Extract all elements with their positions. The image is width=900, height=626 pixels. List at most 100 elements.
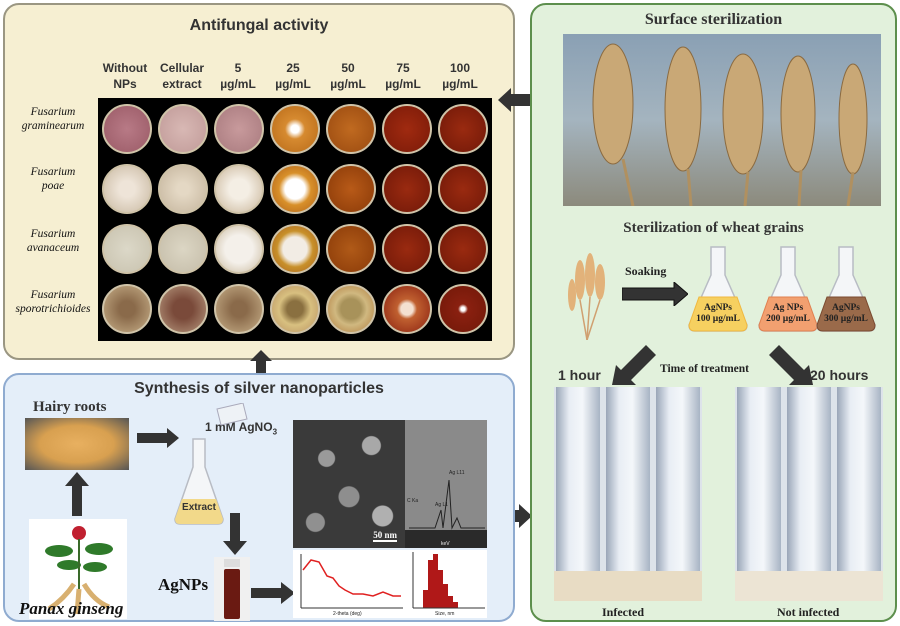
column-header-line: 50 — [341, 61, 355, 75]
column-header: 5 µg/mL — [210, 60, 266, 92]
column-header-line: extract — [162, 77, 202, 91]
column-header-line: 5 — [234, 61, 242, 75]
scale-bar-label: 50 nm — [373, 530, 397, 542]
antifungal-title: Antifungal activity — [189, 17, 329, 34]
petri-dish — [382, 104, 432, 154]
time-of-treatment-label: Time of treatment — [660, 363, 749, 375]
sterilization-panel: Surface sterilization Sterilization of w… — [530, 3, 897, 622]
petri-dish — [270, 164, 320, 214]
eds-spectrum: C Ka Ag L1 Ag L11 keV — [405, 420, 487, 548]
arrow-right-icon — [621, 280, 689, 308]
column-header-line: µg/mL — [275, 77, 311, 91]
extract-label: Extract — [182, 502, 216, 513]
synthesis-title: Synthesis of silver nanoparticles — [134, 380, 384, 397]
petri-dish — [102, 104, 152, 154]
arrow-up-icon — [65, 472, 89, 516]
column-header-line: 75 — [396, 61, 410, 75]
petri-dish — [382, 224, 432, 274]
ginseng-plant-image — [29, 519, 127, 619]
column-header: Cellular extract — [154, 60, 210, 92]
arrow-down-right-icon — [769, 345, 813, 385]
arrow-left-icon — [498, 88, 532, 112]
arrow-right-icon — [251, 582, 295, 604]
flask-label-line: 300 µg/mL — [824, 314, 868, 324]
fungus-name-line: Fusarium — [30, 106, 76, 118]
petri-dish — [326, 224, 376, 274]
petri-dish — [214, 224, 264, 274]
column-header-line: µg/mL — [385, 77, 421, 91]
column-header-line: Cellular — [159, 61, 204, 75]
petri-dish — [158, 164, 208, 214]
petri-dish — [438, 224, 488, 274]
xrd-axis-label: 2-theta (deg) — [333, 611, 362, 617]
column-header-line: NPs — [113, 77, 137, 91]
petri-dish — [158, 224, 208, 274]
flask-label-line: AgNPs — [832, 303, 860, 313]
one-hour-label: 1 hour — [558, 367, 601, 383]
fungus-name-line: Fusarium — [30, 228, 76, 240]
petri-dish — [382, 284, 432, 334]
arrow-up-icon — [250, 350, 272, 376]
beaker-icon — [213, 402, 249, 427]
flask-label-line: AgNPs — [704, 303, 732, 313]
petri-dish — [270, 224, 320, 274]
wheat-spikes-photo — [563, 34, 881, 207]
fungus-name-line: sporotrichioides — [15, 303, 91, 315]
petri-dish — [382, 164, 432, 214]
petri-dish — [102, 164, 152, 214]
flask-label-line: 100 µg/mL — [696, 314, 740, 324]
panax-ginseng-label: Panax ginseng — [19, 599, 124, 618]
eds-peak-ag-l11: Ag L11 — [449, 470, 465, 476]
column-header-line: 25 — [286, 61, 300, 75]
extract-flask-icon — [173, 437, 225, 525]
fungus-name-line: Fusarium — [30, 289, 76, 301]
fungus-row-label: Fusarium graminearum — [7, 105, 99, 133]
fungus-name-line: graminearum — [21, 120, 85, 132]
infected-seedlings-photo — [554, 387, 702, 601]
petri-dish — [438, 104, 488, 154]
petri-dish — [158, 104, 208, 154]
hairy-roots-photo — [25, 418, 129, 470]
petri-dish — [102, 284, 152, 334]
column-header-line: µg/mL — [442, 77, 478, 91]
petri-dish — [326, 104, 376, 154]
dls-axis-label: Size, nm — [435, 611, 455, 617]
sem-image: 50 nm — [293, 420, 405, 548]
fungus-row-label: Fusarium sporotrichioides — [7, 288, 99, 316]
wheat-icon — [562, 250, 612, 341]
column-header: 25 µg/mL — [265, 60, 321, 92]
arrow-right-icon — [137, 428, 179, 448]
not-infected-seedlings-photo — [735, 387, 883, 601]
petri-dish — [214, 164, 264, 214]
petri-dish — [214, 284, 264, 334]
sterilization-title: Surface sterilization — [644, 11, 783, 28]
petri-dish — [326, 284, 376, 334]
petri-dish-grid — [98, 98, 492, 341]
petri-dish — [270, 104, 320, 154]
synthesis-panel: Synthesis of silver nanoparticles Hairy … — [3, 373, 515, 622]
wheat-grains-subtitle: Sterilization of wheat grains — [623, 220, 804, 236]
xrd-pattern-chart: 2-theta (deg) — [293, 550, 405, 618]
agno3-subscript: 3 — [272, 427, 278, 437]
soaking-label: Soaking — [625, 264, 667, 278]
not-infected-label: Not infected — [777, 605, 840, 619]
size-distribution-chart: Size, nm — [405, 550, 487, 618]
agnps-vial-photo — [214, 557, 250, 621]
petri-dish — [102, 224, 152, 274]
fungus-name-line: avanaceum — [26, 242, 80, 254]
column-header-line: µg/mL — [220, 77, 256, 91]
fungus-row-label: Fusarium avanaceum — [7, 227, 99, 255]
eds-peak-c: C Ka — [407, 498, 419, 504]
eds-axis-label: keV — [441, 541, 450, 547]
fungus-name-line: Fusarium — [30, 166, 76, 178]
